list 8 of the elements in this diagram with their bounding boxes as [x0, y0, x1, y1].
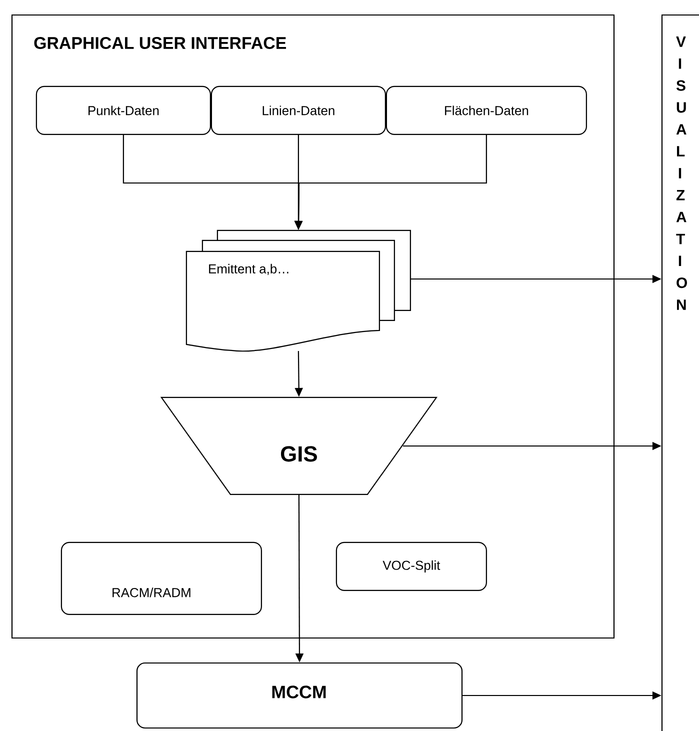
side-panel: VISUALIZATION — [661, 14, 699, 731]
rounded-box: VOC-Split — [336, 542, 487, 591]
document-stack: Emittent a,b… — [186, 230, 411, 352]
rounded-box: Punkt-Daten — [36, 86, 211, 135]
rounded-box: RACM/RADM — [60, 542, 262, 615]
rounded-box: Linien-Daten — [210, 86, 386, 135]
rounded-box: MCCM — [136, 662, 463, 729]
rounded-box: Flächen-Daten — [386, 86, 587, 135]
